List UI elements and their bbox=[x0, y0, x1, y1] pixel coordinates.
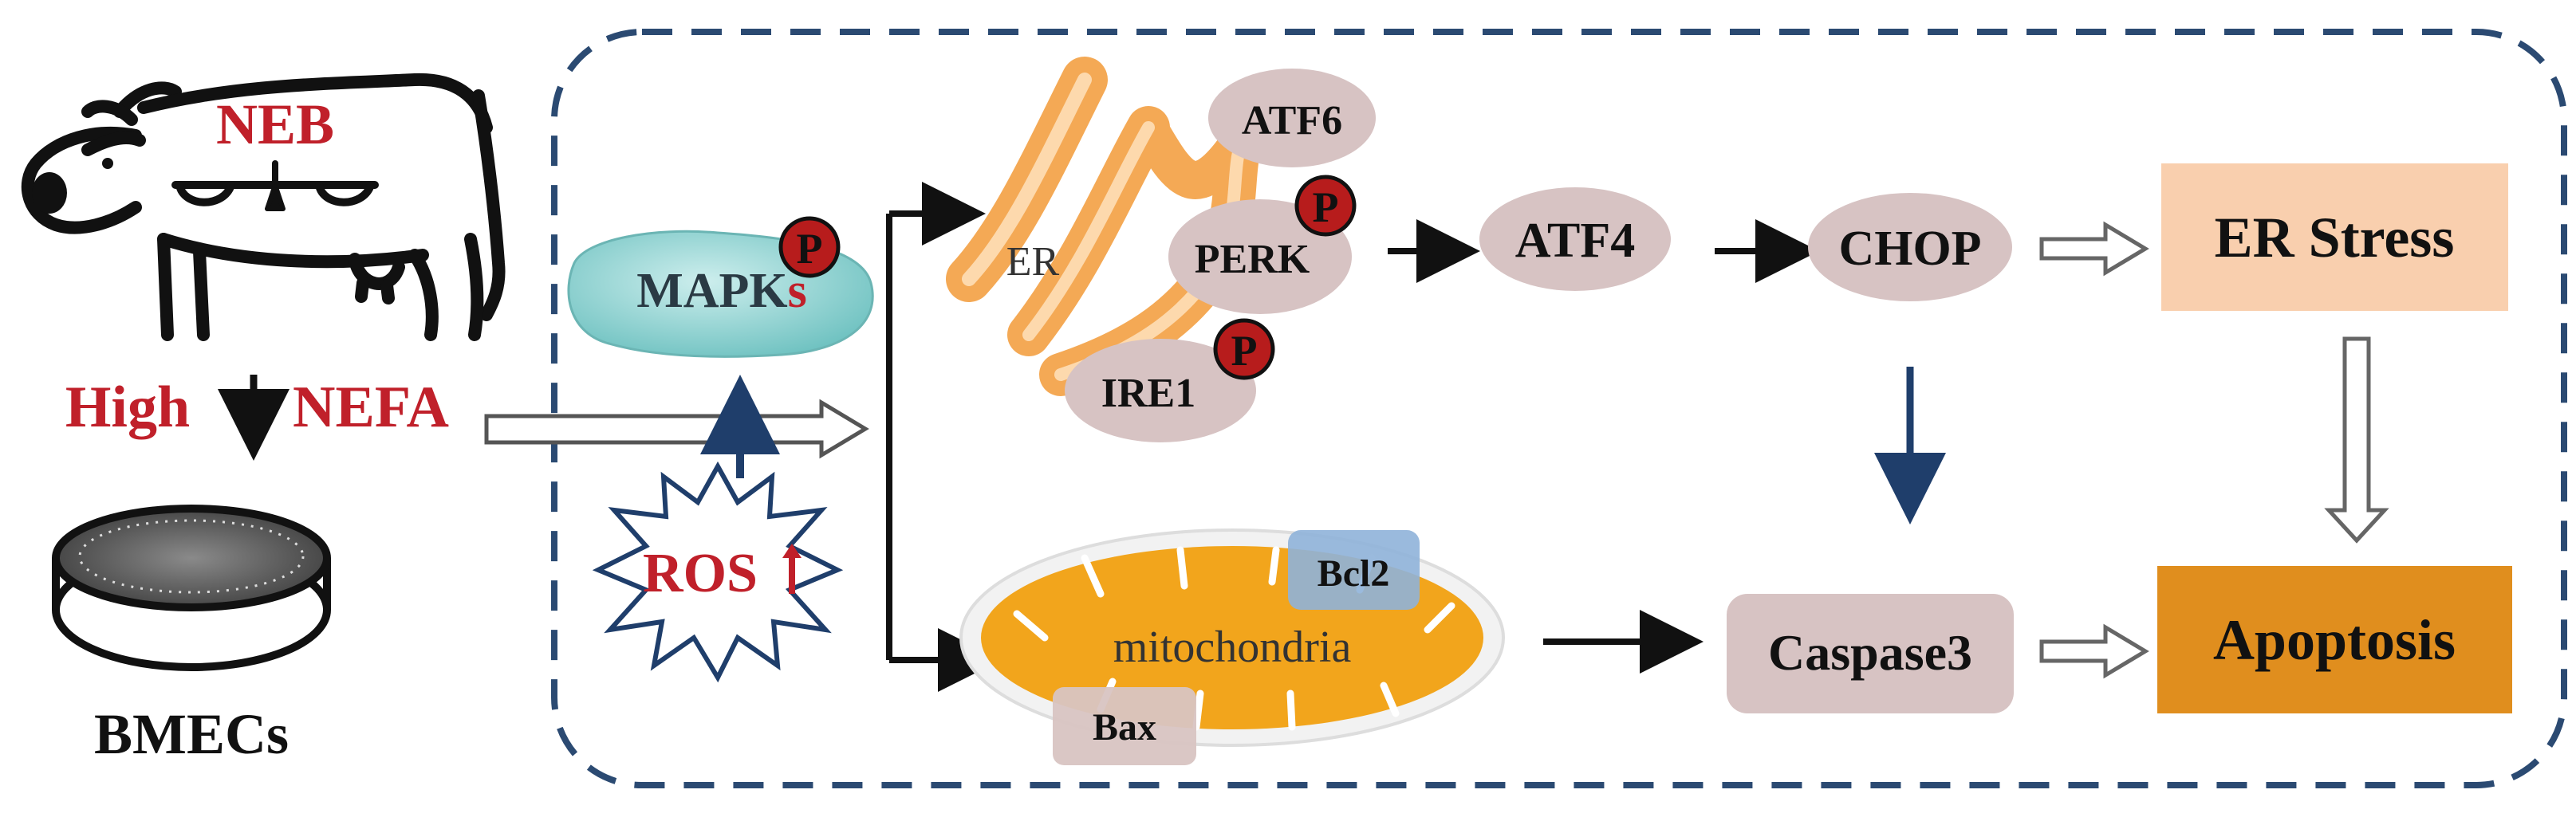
chop-ellipse bbox=[1808, 193, 2012, 301]
bcl2-box bbox=[1288, 530, 1420, 610]
chop-label: CHOP bbox=[1838, 222, 1981, 276]
ros-label: ROS bbox=[643, 543, 758, 604]
perk-label: PERK bbox=[1195, 237, 1310, 282]
atf4-ellipse bbox=[1479, 187, 1671, 291]
cow-label-neb: NEB bbox=[216, 92, 334, 156]
apoptosis-label: Apoptosis bbox=[2213, 608, 2456, 672]
caspase3-to-apoptosis-hollow-arrow bbox=[2039, 623, 2149, 679]
er-label: ER bbox=[1006, 239, 1060, 285]
svg-text:P: P bbox=[797, 225, 823, 273]
atf6-label: ATF6 bbox=[1242, 98, 1342, 143]
svg-text:P: P bbox=[1231, 327, 1258, 375]
er-stress-label: ER Stress bbox=[2215, 206, 2455, 269]
nefa-to-pathway-hollow-arrow bbox=[484, 399, 869, 459]
cow-illustration bbox=[21, 73, 506, 341]
apoptosis-box bbox=[2157, 566, 2512, 713]
ros-up-arrow-icon bbox=[782, 544, 802, 594]
atf6-ellipse bbox=[1208, 69, 1376, 167]
pathway-region-border bbox=[551, 29, 2567, 788]
ros-burst bbox=[592, 461, 844, 683]
nefa-label: NEFA bbox=[293, 375, 449, 440]
ire1-phospho-badge: P bbox=[1213, 318, 1275, 380]
chop-to-er-stress-hollow-arrow bbox=[2039, 221, 2149, 277]
petri-dish-icon bbox=[52, 505, 331, 671]
er-stress-box bbox=[2161, 163, 2508, 311]
perk-phospho-badge: P bbox=[1294, 175, 1357, 237]
atf4-label: ATF4 bbox=[1515, 214, 1635, 268]
er-stress-to-apoptosis-hollow-arrow bbox=[2324, 336, 2389, 544]
svg-text:P: P bbox=[1313, 183, 1339, 231]
bax-box bbox=[1053, 687, 1196, 765]
caspase3-label: Caspase3 bbox=[1768, 624, 1972, 681]
bax-label: Bax bbox=[1093, 706, 1156, 748]
mapks-phospho-badge: P bbox=[778, 216, 841, 278]
mapks-label: MAPKs bbox=[636, 264, 807, 318]
bcl2-label: Bcl2 bbox=[1318, 552, 1390, 595]
caspase3-box bbox=[1727, 594, 2014, 713]
mitochondria-label: mitochondria bbox=[1113, 623, 1352, 672]
bmecs-label: BMECs bbox=[94, 702, 289, 766]
ire1-label: IRE1 bbox=[1101, 371, 1195, 416]
high-label: High bbox=[65, 375, 190, 440]
ire1-ellipse bbox=[1065, 339, 1256, 442]
